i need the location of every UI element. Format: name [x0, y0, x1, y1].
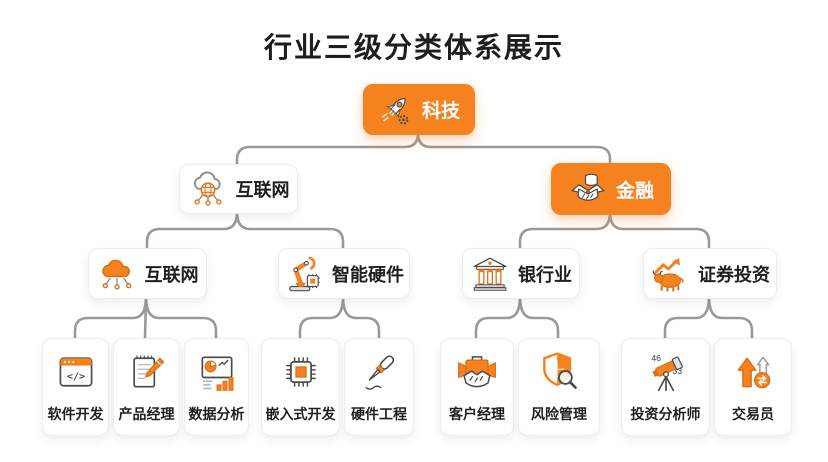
leaf-label: 软件开发: [47, 406, 104, 422]
leaf-data-analysis: 数据分析: [184, 338, 249, 436]
robot-arm-chip-icon: [284, 254, 324, 294]
leaf-label: 产品经理: [118, 406, 175, 422]
node-securities-investment: 证券投资: [643, 248, 777, 299]
soldering-iron-icon: [356, 350, 402, 399]
leaf-label: 硬件工程: [351, 406, 407, 422]
orange-cloud-network-icon: [97, 254, 137, 294]
cloud-globe-network-icon: [188, 169, 228, 209]
node-smart-hardware: 智能硬件: [278, 248, 410, 299]
code-window-icon: </>: [53, 350, 99, 399]
leaf-risk-management: 风险管理: [518, 338, 600, 436]
node-banking: 银行业: [462, 248, 580, 299]
leaf-investment-analyst: 46 33 投资分析师: [621, 338, 710, 436]
node-root-technology: 科技: [363, 84, 475, 135]
svg-text:</>: </>: [66, 371, 84, 382]
leaf-hardware-engineering: 硬件工程: [344, 338, 414, 436]
node-finance: 金融: [551, 163, 671, 215]
notepad-pencil-icon: [124, 350, 170, 399]
node-label: 科技: [421, 101, 460, 122]
chip-icon: [278, 350, 324, 399]
leaf-label: 数据分析: [188, 406, 245, 422]
leaf-label: 客户经理: [449, 406, 505, 422]
shield-magnifier-icon: [536, 350, 582, 399]
telescope-number-bottom: 33: [672, 366, 682, 376]
leaf-label: 风险管理: [531, 406, 587, 422]
node-label: 银行业: [518, 264, 572, 285]
node-label: 金融: [615, 180, 654, 202]
telescope-number-top: 46: [651, 353, 661, 363]
node-label: 互联网: [235, 180, 290, 200]
chart-pie-bars-icon: [194, 350, 240, 399]
leaf-product-manager: 产品经理: [113, 338, 180, 436]
leaf-label: 嵌入式开发: [265, 406, 336, 422]
bull-rising-arrow-icon: [650, 254, 690, 294]
leaf-account-manager: 客户经理: [440, 338, 514, 436]
up-arrows-exchange-icon: [730, 350, 776, 399]
node-label: 智能硬件: [332, 264, 404, 285]
node-internet-level2: 互联网: [179, 164, 298, 214]
leaf-embedded-development: 嵌入式开发: [261, 338, 340, 436]
leaf-software-development: </> 软件开发: [42, 338, 109, 436]
leaf-label: 投资分析师: [630, 406, 701, 422]
node-label: 证券投资: [698, 264, 770, 285]
handshake-coins-icon: [568, 169, 608, 209]
leaf-label: 交易员: [732, 406, 774, 422]
bank-building-icon: [470, 254, 510, 294]
briefcase-handshake-icon: [454, 350, 500, 399]
node-internet-level3: 互联网: [88, 248, 207, 299]
node-label: 互联网: [144, 264, 199, 285]
leaf-trader: 交易员: [714, 338, 792, 436]
telescope-icon: 46 33: [643, 350, 689, 399]
page-title: 行业三级分类体系展示: [263, 32, 564, 63]
rocket-gear-icon: [378, 92, 414, 128]
